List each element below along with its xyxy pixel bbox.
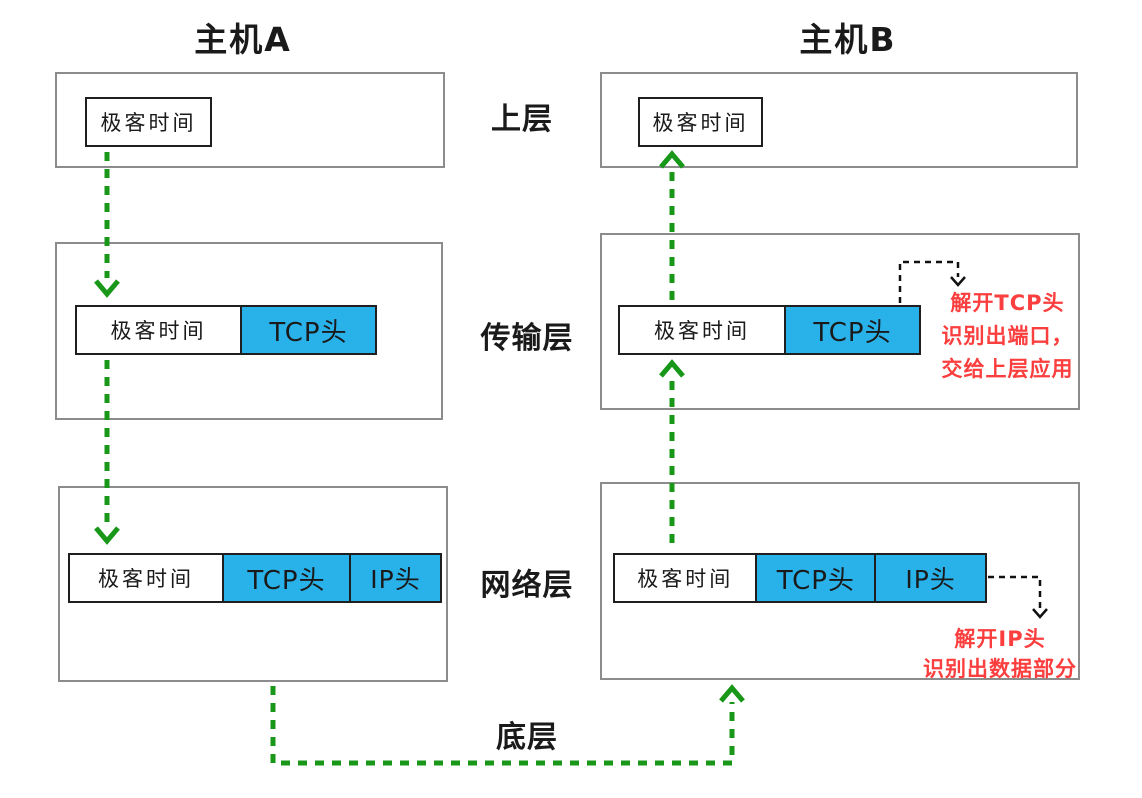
arrowhead-up-icon (719, 684, 745, 703)
host-b-transport-packet-bar: 极客时间 TCP头 (618, 305, 921, 355)
payload-segment: 极客时间 (620, 307, 784, 353)
host-b-upper-payload-box: 极客时间 (638, 97, 763, 147)
bottom-layer-label: 底层 (496, 720, 558, 755)
host-a-transport-packet-bar: 极客时间 TCP头 (75, 305, 377, 355)
annotation-line: 解开IP头 (954, 627, 1046, 651)
tcp-unpack-annotation: 解开TCP头 识别出端口， 交给上层应用 (930, 287, 1085, 386)
host-b-title: 主机B (799, 20, 897, 59)
tcp-header-segment: TCP头 (784, 307, 919, 353)
host-b-network-packet-bar: 极客时间 TCP头 IP头 (613, 553, 987, 603)
payload-segment: 极客时间 (615, 555, 756, 601)
ip-header-segment: IP头 (349, 555, 440, 601)
host-a-title: 主机A (194, 20, 292, 59)
annotation-line: 解开TCP头 (950, 291, 1065, 315)
tcp-header-segment: TCP头 (222, 555, 349, 601)
tcp-header-segment: TCP头 (240, 307, 375, 353)
payload-segment: 极客时间 (77, 307, 240, 353)
host-a-upper-payload-box: 极客时间 (85, 97, 212, 147)
annotation-line: 识别出数据部分 (923, 657, 1077, 681)
ip-unpack-annotation: 解开IP头 识别出数据部分 (915, 624, 1085, 684)
host-a-network-packet-bar: 极客时间 TCP头 IP头 (68, 553, 442, 603)
network-layer-label: 网络层 (480, 568, 574, 603)
ip-header-segment: IP头 (874, 555, 985, 601)
annotation-line: 交给上层应用 (941, 357, 1074, 381)
payload-segment: 极客时间 (70, 555, 222, 601)
upper-layer-label: 上层 (491, 102, 553, 137)
transport-layer-label: 传输层 (480, 321, 574, 356)
tcp-header-segment: TCP头 (755, 555, 875, 601)
annotation-line: 识别出端口， (941, 324, 1074, 348)
